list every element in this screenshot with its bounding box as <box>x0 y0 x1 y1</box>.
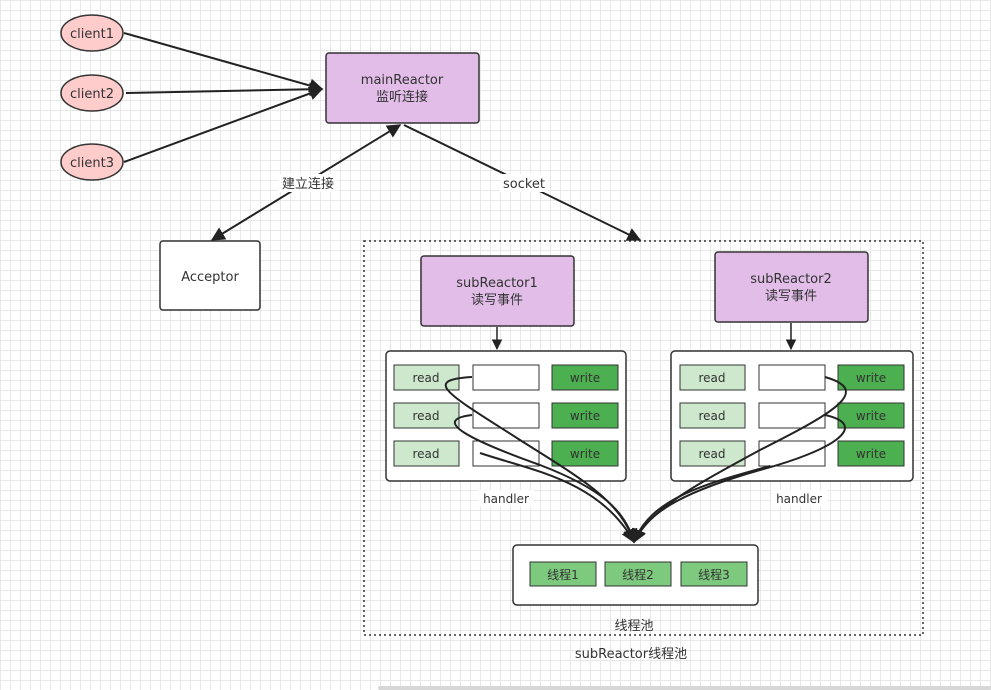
client-node-3[interactable]: client3 <box>60 143 124 181</box>
handler-caption-1: handler <box>483 492 529 506</box>
sub-reactor-subtitle: 读写事件 <box>765 289 817 304</box>
client-label: client3 <box>70 156 114 171</box>
read-label: read <box>412 447 439 461</box>
sub-reactor-2-node[interactable]: subReactor2 读写事件 <box>714 251 869 323</box>
thread-box <box>529 561 597 587</box>
write-label: write <box>570 371 600 385</box>
edge-handler2-row2[interactable] <box>632 414 846 544</box>
handler-row: read write <box>393 440 619 467</box>
handler-row: read write <box>679 402 905 429</box>
sub-reactor-title: subReactor1 <box>456 276 538 291</box>
edge-client1-main[interactable] <box>123 32 324 93</box>
read-label: read <box>698 409 725 423</box>
write-label: write <box>856 371 886 385</box>
handler-row: read write <box>679 364 905 391</box>
edge-label-socket: socket <box>503 177 545 192</box>
edge-handler1-row2[interactable] <box>454 414 638 544</box>
read-label: read <box>698 371 725 385</box>
write-label: write <box>570 409 600 423</box>
client-node-1[interactable]: client1 <box>60 14 124 52</box>
thread-pool-caption: 线程池 <box>614 619 653 634</box>
sub-reactor-subtitle: 读写事件 <box>471 293 523 308</box>
handler-row: read write <box>393 364 619 391</box>
horizontal-scrollbar[interactable] <box>378 686 991 690</box>
edge-handler1-row3[interactable] <box>479 452 635 544</box>
thread-pool-node[interactable]: 线程1 线程2 线程3 <box>512 544 759 606</box>
handler-to-pool-connectors <box>445 376 847 544</box>
sub-reactor-1-node[interactable]: subReactor1 读写事件 <box>420 255 575 327</box>
handler-row: read write <box>679 440 905 467</box>
main-reactor-node[interactable]: mainReactor 监听连接 <box>325 52 480 124</box>
handler-group-2[interactable]: read write read write read write <box>670 350 914 482</box>
client-connectors <box>123 32 324 163</box>
main-reactor-subtitle: 监听连接 <box>376 89 428 105</box>
subreactor-pool-container <box>363 240 924 636</box>
thread-label: 线程2 <box>622 567 654 582</box>
sub-reactor-title: subReactor2 <box>750 272 832 287</box>
acceptor-node[interactable]: Acceptor <box>159 240 261 311</box>
handler-row: read write <box>393 402 619 429</box>
thread-box <box>604 561 672 587</box>
acceptor-label: Acceptor <box>181 270 239 285</box>
subreactor-pool-caption: subReactor线程池 <box>575 647 687 662</box>
thread-label: 线程3 <box>698 567 730 582</box>
handler-caption-2: handler <box>776 492 822 506</box>
edge-client2-main[interactable] <box>125 82 324 97</box>
client-label: client2 <box>70 87 114 102</box>
client-node-2[interactable]: client2 <box>60 74 124 112</box>
write-label: write <box>570 447 600 461</box>
write-label: write <box>856 409 886 423</box>
read-label: read <box>412 371 439 385</box>
read-label: read <box>412 409 439 423</box>
read-label: read <box>698 447 725 461</box>
client-label: client1 <box>70 27 114 42</box>
thread-box <box>680 561 748 587</box>
edge-handler2-row3[interactable] <box>631 465 771 544</box>
thread-label: 线程1 <box>547 567 579 582</box>
edge-label-accept: 建立连接 <box>282 176 334 192</box>
write-label: write <box>856 447 886 461</box>
main-reactor-title: mainReactor <box>361 73 444 88</box>
edge-client3-main[interactable] <box>123 86 324 163</box>
